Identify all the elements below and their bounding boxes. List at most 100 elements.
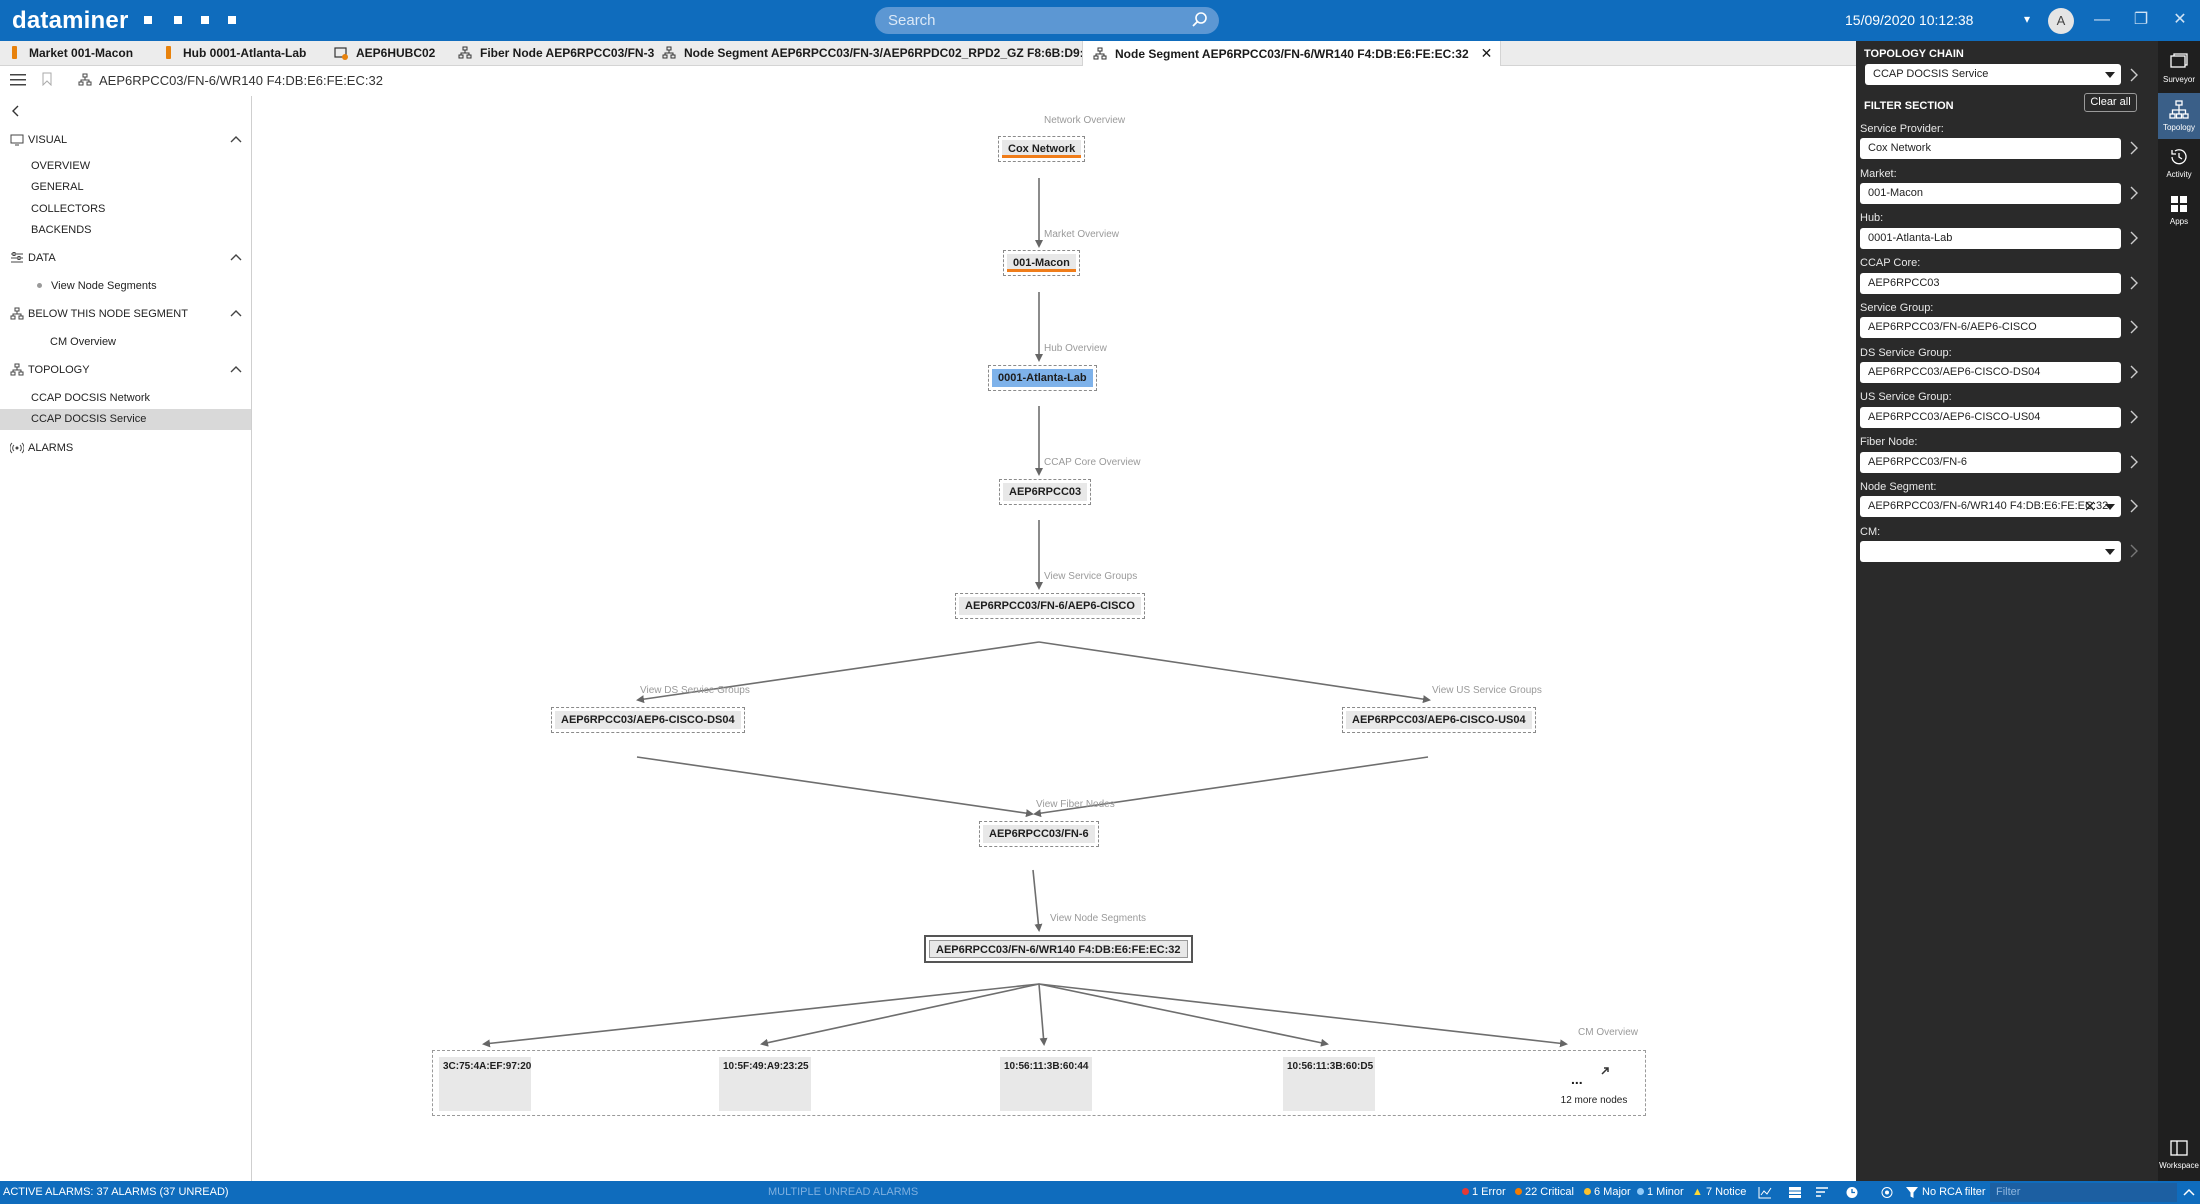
app-menu-dot[interactable]: [144, 16, 152, 24]
nav-section-data[interactable]: DATA: [10, 248, 242, 268]
chevron-down-icon[interactable]: [2105, 549, 2115, 555]
chevron-right-icon[interactable]: [2130, 499, 2138, 513]
topology-chain-select[interactable]: CCAP DOCSIS Service: [1865, 64, 2121, 85]
node-ds-service-group[interactable]: AEP6RPCC03/AEP6-CISCO-DS04: [551, 707, 745, 733]
chevron-right-icon[interactable]: [2130, 320, 2138, 334]
error-count[interactable]: 1 Error: [1462, 1181, 1506, 1204]
tab-hub[interactable]: Hub 0001-Atlanta-Lab: [166, 41, 306, 66]
minor-count[interactable]: 1 Minor: [1637, 1181, 1684, 1204]
rail-surveyor[interactable]: Surveyor: [2158, 45, 2200, 91]
chevron-right-icon[interactable]: [2130, 365, 2138, 379]
edge-label[interactable]: CCAP Core Overview: [1044, 457, 1141, 468]
app-menu-dot[interactable]: [201, 16, 209, 24]
edge-label[interactable]: Network Overview: [1044, 115, 1126, 126]
close-icon[interactable]: ✕: [2173, 11, 2187, 28]
notice-count[interactable]: ▲ 7 Notice: [1692, 1181, 1746, 1204]
tab-node-segment-fn6[interactable]: Node Segment AEP6RPCC03/FN-6/WR140 F4:DB…: [1082, 41, 1502, 66]
nav-section-topology[interactable]: TOPOLOGY: [10, 360, 242, 380]
nav-section-alarms[interactable]: ALARMS: [10, 438, 242, 458]
cm-node[interactable]: 10:56:11:3B:60:D5: [1283, 1057, 1375, 1111]
search-input[interactable]: Search: [875, 7, 1219, 34]
sort-icon[interactable]: [1815, 1186, 1829, 1199]
chevron-up-icon[interactable]: [230, 309, 242, 317]
edge-label[interactable]: Market Overview: [1044, 229, 1120, 240]
chevron-right-icon[interactable]: [2130, 231, 2138, 245]
node-service-group[interactable]: AEP6RPCC03/FN-6/AEP6-CISCO: [955, 593, 1145, 619]
filter-market[interactable]: 001-Macon: [1860, 183, 2121, 204]
tab-element[interactable]: AEP6HUBC02: [334, 41, 435, 66]
tab-fiber-node[interactable]: Fiber Node AEP6RPCC03/FN-3: [458, 41, 654, 66]
rail-apps[interactable]: Apps: [2158, 187, 2200, 233]
chevron-right-icon[interactable]: [2130, 141, 2138, 155]
filter-hub[interactable]: 0001-Atlanta-Lab: [1860, 228, 2121, 249]
cm-node[interactable]: 10:56:11:3B:60:44: [1000, 1057, 1092, 1111]
chevron-right-icon[interactable]: [2130, 410, 2138, 424]
chevron-up-icon[interactable]: [2182, 1186, 2196, 1199]
filter-icon[interactable]: [1905, 1186, 1919, 1199]
filter-ds-service-group[interactable]: AEP6RPCC03/AEP6-CISCO-DS04: [1860, 362, 2121, 383]
chevron-up-icon[interactable]: [230, 253, 242, 261]
nav-section-below[interactable]: BELOW THIS NODE SEGMENT: [10, 304, 242, 324]
hamburger-icon[interactable]: [10, 74, 26, 86]
nav-item-ccap-docsis-network[interactable]: CCAP DOCSIS Network: [31, 392, 150, 404]
node-node-segment[interactable]: AEP6RPCC03/FN-6/WR140 F4:DB:E6:FE:EC:32: [924, 935, 1193, 963]
chevron-right-icon[interactable]: [2130, 186, 2138, 200]
nav-item-cm-overview[interactable]: CM Overview: [50, 336, 117, 348]
cm-node[interactable]: 3C:75:4A:EF:97:20: [439, 1057, 531, 1111]
nav-item-backends[interactable]: BACKENDS: [31, 224, 92, 236]
tab-node-segment-fn3[interactable]: Node Segment AEP6RPCC03/FN-3/AEP6RPDC02_…: [662, 41, 1137, 66]
list-view-icon[interactable]: [1788, 1186, 1802, 1199]
chevron-up-icon[interactable]: [230, 135, 242, 143]
filter-us-service-group[interactable]: AEP6RPCC03/AEP6-CISCO-US04: [1860, 407, 2121, 428]
avatar[interactable]: A: [2048, 8, 2074, 34]
nav-section-visual[interactable]: VISUAL: [10, 130, 242, 150]
clock-icon[interactable]: [1845, 1186, 1859, 1199]
active-alarms-status[interactable]: ACTIVE ALARMS: 37 ALARMS (37 UNREAD): [3, 1186, 229, 1198]
edge-label[interactable]: CM Overview: [1578, 1027, 1639, 1038]
app-menu-dot[interactable]: [174, 16, 182, 24]
node-service-provider[interactable]: Cox Network: [998, 136, 1086, 162]
filter-fiber-node[interactable]: AEP6RPCC03/FN-6: [1860, 452, 2121, 473]
focus-icon[interactable]: [1880, 1186, 1894, 1199]
edge-label[interactable]: View US Service Groups: [1432, 685, 1542, 696]
edge-label[interactable]: View Fiber Nodes: [1036, 799, 1115, 810]
clear-icon[interactable]: [2085, 501, 2095, 511]
cm-node[interactable]: 10:5F:49:A9:23:25: [719, 1057, 811, 1111]
node-us-service-group[interactable]: AEP6RPCC03/AEP6-CISCO-US04: [1342, 707, 1536, 733]
rail-topology[interactable]: Topology: [2158, 93, 2200, 139]
rca-filter-status[interactable]: No RCA filter: [1922, 1186, 1986, 1198]
chevron-right-icon[interactable]: [2130, 544, 2138, 558]
edge-label[interactable]: View Service Groups: [1044, 571, 1138, 582]
major-count[interactable]: 6 Major: [1584, 1181, 1631, 1204]
filter-cm[interactable]: [1860, 541, 2121, 562]
nav-item-ccap-docsis-service[interactable]: CCAP DOCSIS Service: [0, 409, 251, 430]
chevron-up-icon[interactable]: [230, 365, 242, 373]
node-ccap-core[interactable]: AEP6RPCC03: [999, 479, 1092, 505]
alarm-filter-input[interactable]: Filter: [1990, 1183, 2177, 1202]
minimize-icon[interactable]: —: [2094, 11, 2110, 28]
chevron-down-icon[interactable]: [2105, 504, 2115, 510]
chevron-right-icon[interactable]: [2130, 455, 2138, 469]
node-market[interactable]: 001-Macon: [1003, 250, 1080, 276]
more-nodes-button[interactable]: ... 12 more nodes: [1555, 1057, 1633, 1111]
back-arrow-icon[interactable]: [10, 104, 22, 118]
restore-icon[interactable]: ❐: [2133, 11, 2149, 28]
trend-icon[interactable]: [1758, 1186, 1772, 1199]
rail-workspace[interactable]: Workspace: [2158, 1131, 2200, 1177]
filter-node-segment[interactable]: AEP6RPCC03/FN-6/WR140 F4:DB:E6:FE:EC:32: [1860, 496, 2121, 517]
chevron-right-icon[interactable]: [2130, 68, 2138, 82]
nav-item-view-node-segments[interactable]: View Node Segments: [0, 276, 251, 297]
filter-service-provider[interactable]: Cox Network: [1860, 138, 2121, 159]
node-fiber-node[interactable]: AEP6RPCC03/FN-6: [979, 821, 1099, 847]
chevron-right-icon[interactable]: [2130, 276, 2138, 290]
nav-item-general[interactable]: GENERAL: [31, 181, 84, 193]
node-hub[interactable]: 0001-Atlanta-Lab: [988, 365, 1097, 391]
filter-ccap-core[interactable]: AEP6RPCC03: [1860, 273, 2121, 294]
filter-service-group[interactable]: AEP6RPCC03/FN-6/AEP6-CISCO: [1860, 317, 2121, 338]
rail-activity[interactable]: Activity: [2158, 140, 2200, 186]
nav-item-overview[interactable]: OVERVIEW: [31, 160, 91, 172]
clear-all-button[interactable]: Clear all: [2084, 93, 2137, 112]
edge-label[interactable]: View DS Service Groups: [640, 685, 750, 696]
expand-icon[interactable]: [1599, 1065, 1611, 1077]
close-icon[interactable]: ✕: [1480, 45, 1493, 61]
